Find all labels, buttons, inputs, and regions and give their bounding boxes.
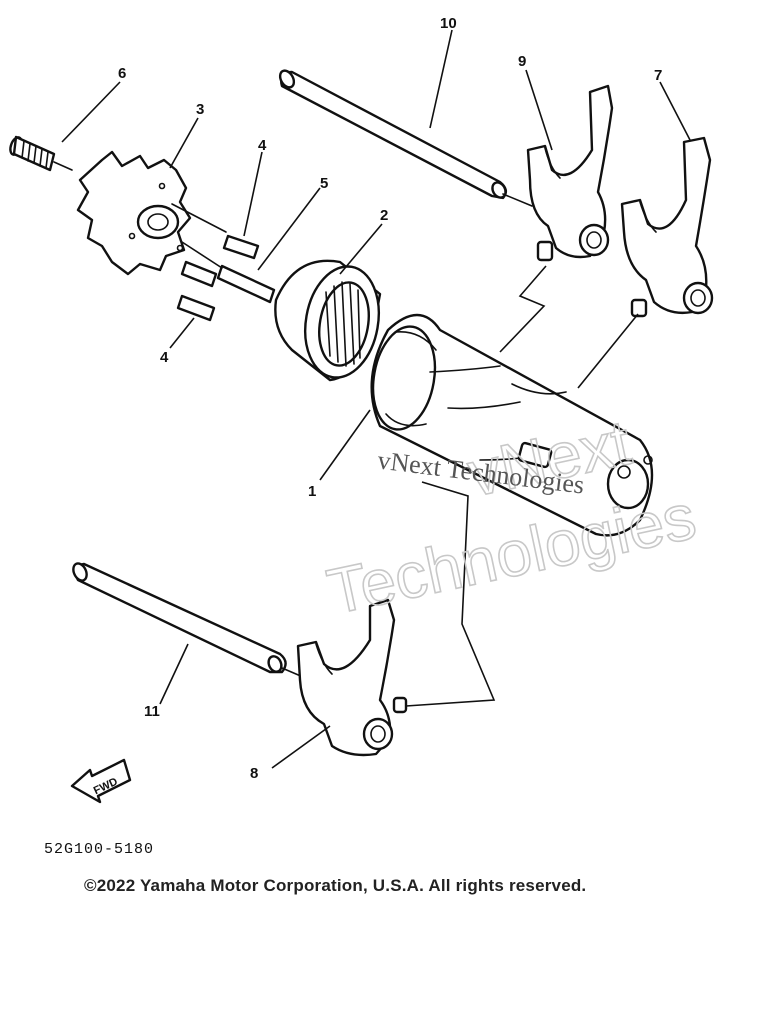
part-code: 52G100-5180 [44,841,155,858]
callout-11: 11 [144,703,160,720]
callout-1: 1 [308,483,316,500]
leader-lines [61,29,691,769]
part-5-long-pin [171,203,276,304]
callout-5: 5 [320,175,328,192]
part-1-shift-cam [370,313,654,537]
part-4-pins [176,234,260,322]
part-8-shift-fork [296,598,408,757]
callout-7: 7 [654,67,662,84]
part-11-guide-bar [72,562,311,681]
part-3-segment-plate [76,150,192,276]
part-10-guide-bar [278,69,533,207]
callout-9: 9 [518,53,526,70]
callout-6: 6 [118,65,126,82]
watermark: vNext Technologies vNext Technologies [321,405,703,629]
fwd-arrow: FWD [70,758,132,804]
copyright-notice: ©2022 Yamaha Motor Corporation, U.S.A. A… [84,876,587,895]
callout-8: 8 [250,765,258,782]
part-7-shift-fork [620,136,714,318]
callout-10: 10 [440,15,457,32]
callout-4-lower: 4 [160,349,169,366]
part-6-screw [9,135,73,172]
callout-2: 2 [380,207,388,224]
callout-numbers: 1 2 3 4 4 5 6 7 8 9 10 11 [118,15,662,782]
callout-3: 3 [196,101,204,118]
callout-4-upper: 4 [258,137,267,154]
part-2-bearing [274,259,382,382]
part-9-shift-fork [526,84,614,262]
